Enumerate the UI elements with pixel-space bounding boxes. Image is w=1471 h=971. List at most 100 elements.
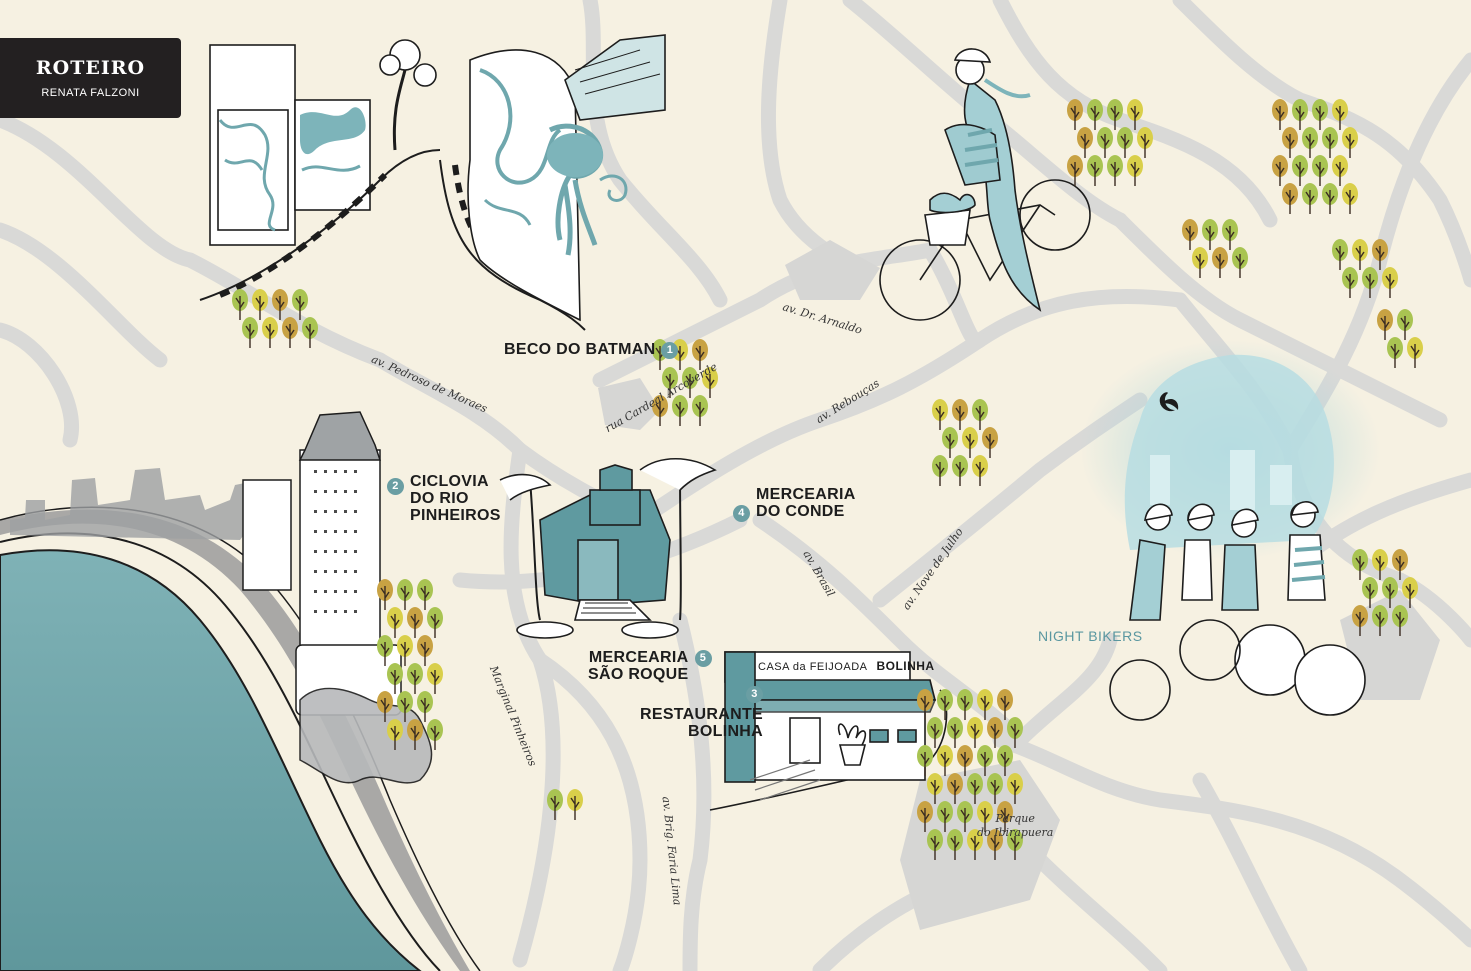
tree-icon (1372, 605, 1388, 636)
tree-icon (397, 691, 413, 722)
tree-icon (1362, 577, 1378, 608)
tree-icon (252, 289, 268, 320)
tree-icon (1392, 549, 1408, 580)
tree-icon (927, 773, 943, 804)
restaurant-sign-name: BOLINHA (876, 659, 935, 673)
poi-label: MERCEARIA DO CONDE (756, 486, 856, 521)
tree-icon (967, 717, 983, 748)
poi-beco-do-batman[interactable]: BECO DO BATMAN 1 (504, 341, 679, 359)
tree-icon (1282, 183, 1298, 214)
tree-icon (1272, 155, 1288, 186)
tree-icon (1387, 337, 1403, 368)
tree-icon (417, 635, 433, 666)
tree-icon (547, 789, 563, 820)
tree-icon (387, 607, 403, 638)
tree-icon (407, 663, 423, 694)
tree-icon (937, 745, 953, 776)
tree-icon (1332, 155, 1348, 186)
tree-icon (1127, 99, 1143, 130)
moon-icon (1159, 392, 1175, 412)
tree-icon (952, 455, 968, 486)
tree-icon (1292, 99, 1308, 130)
poi-mercearia-sao-roque[interactable]: MERCEARIA SÃO ROQUE 5 (588, 649, 712, 684)
poi-label-line: MERCEARIA (588, 649, 689, 666)
tree-icon (1372, 239, 1388, 270)
poi-number-badge: 2 (387, 478, 404, 495)
tree-icon (1127, 155, 1143, 186)
poi-restaurante-bolinha[interactable]: 3 RESTAURANTE BOLINHA (640, 686, 764, 741)
poi-number-badge: 5 (694, 650, 712, 668)
tree-icon (1362, 267, 1378, 298)
tree-icon (232, 289, 248, 320)
tree-icon (987, 829, 1003, 860)
tree-icon (957, 801, 973, 832)
tree-icon (377, 691, 393, 722)
tree-icon (1322, 183, 1338, 214)
tree-icon (1342, 127, 1358, 158)
tree-icon (947, 773, 963, 804)
tree-icon (1282, 127, 1298, 158)
park-label-ibirapuera: Parque do Ibirapuera (977, 812, 1053, 841)
poi-mercearia-do-conde[interactable]: 4 MERCEARIA DO CONDE (733, 485, 856, 522)
tree-icon (917, 745, 933, 776)
tree-icon (982, 427, 998, 458)
poi-label: CICLOVIA DO RIO PINHEIROS (410, 473, 501, 524)
tree-icon (387, 663, 403, 694)
poi-label-line: RESTAURANTE (640, 706, 764, 723)
tree-icon (427, 663, 443, 694)
tree-icon (567, 789, 583, 820)
tree-icon (702, 367, 718, 398)
poi-label-line: CICLOVIA (410, 473, 489, 490)
tree-icon (282, 317, 298, 348)
skyline (10, 411, 433, 784)
tree-icon (242, 317, 258, 348)
tree-icon (1097, 127, 1113, 158)
poi-label-line: BOLINHA (688, 722, 764, 740)
tree-icon (1402, 577, 1418, 608)
tree-icon (1312, 99, 1328, 130)
tree-icon (1087, 155, 1103, 186)
tree-icon (397, 579, 413, 610)
poi-label-line: DO RIO (410, 489, 469, 507)
tree-icon (682, 367, 698, 398)
tree-icon (967, 829, 983, 860)
tree-icon (1352, 239, 1368, 270)
night-bikers-label: NIGHT BIKERS (1038, 628, 1143, 644)
tree-icon (1322, 127, 1338, 158)
tree-icon (427, 719, 443, 750)
tree-icon (1232, 247, 1248, 278)
tree-icon (962, 427, 978, 458)
tree-icon (1302, 127, 1318, 158)
tree-icon (417, 691, 433, 722)
tree-icon (987, 773, 1003, 804)
night-bikers-illustration (1080, 340, 1380, 721)
tree-icon (1352, 549, 1368, 580)
tree-icon (1117, 127, 1133, 158)
tree-icon (377, 579, 393, 610)
header-subtitle: RENATA FALZONI (41, 87, 140, 99)
tree-icon (1067, 155, 1083, 186)
tree-icon (917, 801, 933, 832)
tree-icon (1342, 183, 1358, 214)
tree-icon (1007, 829, 1023, 860)
tree-icon (927, 717, 943, 748)
tree-icon (1212, 247, 1228, 278)
tree-icon (387, 719, 403, 750)
tree-icon (662, 367, 678, 398)
mercearia-sao-roque-illustration (499, 457, 717, 639)
trees (232, 99, 1423, 860)
park-label-line: do Ibirapuera (977, 826, 1054, 840)
restaurant-sign: CASA da FEIJOADA BOLINHA (758, 659, 935, 673)
tree-icon (972, 455, 988, 486)
poi-label-line: DO CONDE (756, 502, 845, 520)
tree-icon (932, 399, 948, 430)
tree-icon (1077, 127, 1093, 158)
cyclist-illustration (879, 48, 1091, 321)
tree-icon (1292, 155, 1308, 186)
tree-icon (1007, 773, 1023, 804)
poi-label-line: SÃO ROQUE (588, 665, 689, 683)
restaurante-bolinha-illustration (709, 651, 948, 811)
tree-icon (1377, 309, 1393, 340)
poi-ciclovia-rio-pinheiros[interactable]: 2 CICLOVIA DO RIO PINHEIROS (387, 473, 501, 524)
